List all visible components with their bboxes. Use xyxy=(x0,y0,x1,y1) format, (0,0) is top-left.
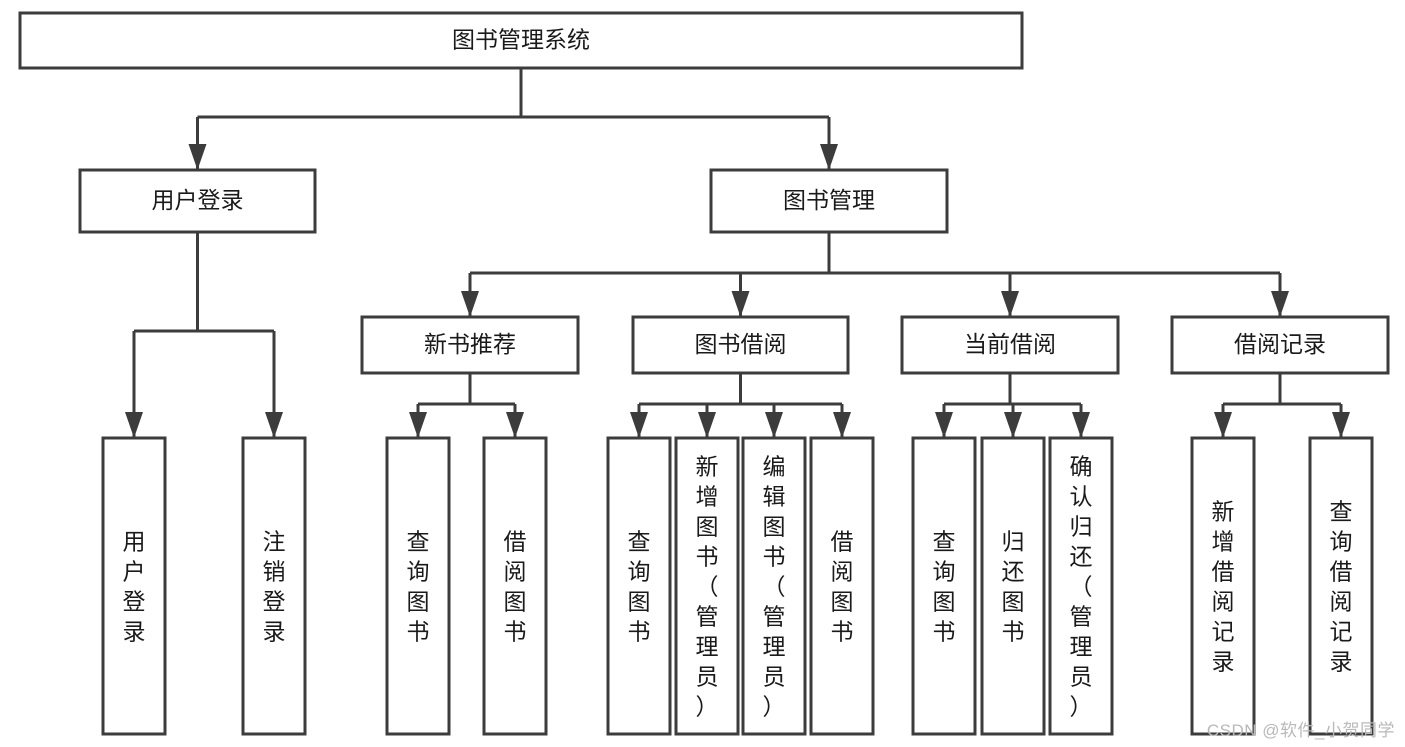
node-box-current-borrow[interactable] xyxy=(900,315,1120,375)
arrow-head-icon xyxy=(1332,412,1350,438)
node-box-new-book-recommend[interactable] xyxy=(360,315,580,375)
arrow-head-icon xyxy=(409,412,427,438)
node-leaf-user-login[interactable]: 用户登录 xyxy=(101,436,167,736)
node-box-borrow-record[interactable] xyxy=(1170,315,1390,375)
connector-layer xyxy=(125,68,1350,438)
node-leaf-edit-book-admin[interactable]: 编辑图书（管理员） xyxy=(741,436,807,736)
node-box-leaf-user-login[interactable] xyxy=(101,436,167,736)
node-leaf-query-borrow-record[interactable]: 查询借阅记录 xyxy=(1308,436,1374,736)
node-layer: 图书管理系统用户登录图书管理新书推荐图书借阅当前借阅借阅记录用户登录注销登录查询… xyxy=(18,11,1390,736)
node-label-leaf-edit-book-admin: 编辑图书（管理员） xyxy=(763,453,786,719)
arrow-head-icon xyxy=(820,144,838,170)
node-box-leaf-borrow-book-recommend[interactable] xyxy=(482,436,548,736)
node-label-book-management: 图书管理 xyxy=(783,187,875,213)
node-leaf-borrow-book[interactable]: 借阅图书 xyxy=(809,436,875,736)
node-box-user-login[interactable] xyxy=(78,168,317,234)
node-leaf-query-book-current[interactable]: 查询图书 xyxy=(911,436,977,736)
node-box-leaf-edit-book-admin[interactable] xyxy=(741,436,807,736)
node-box-book-management[interactable] xyxy=(709,168,949,234)
arrow-head-icon xyxy=(506,412,524,438)
node-box-leaf-query-book-borrow[interactable] xyxy=(606,436,672,736)
arrow-head-icon xyxy=(765,412,783,438)
node-label-leaf-confirm-return-admin: 确认归还（管理员） xyxy=(1070,453,1093,719)
arrow-head-icon xyxy=(1271,291,1289,317)
node-box-leaf-add-borrow-record[interactable] xyxy=(1190,436,1256,736)
arrow-head-icon xyxy=(461,291,479,317)
node-leaf-logout[interactable]: 注销登录 xyxy=(241,436,307,736)
node-borrow-record[interactable]: 借阅记录 xyxy=(1170,315,1390,375)
node-label-leaf-query-borrow-record: 查询借阅记录 xyxy=(1330,498,1353,674)
node-new-book-recommend[interactable]: 新书推荐 xyxy=(360,315,580,375)
node-label-leaf-return-book: 归还图书 xyxy=(1002,528,1025,644)
node-label-root: 图书管理系统 xyxy=(452,27,590,53)
node-label-leaf-add-borrow-record: 新增借阅记录 xyxy=(1212,498,1235,674)
node-leaf-add-borrow-record[interactable]: 新增借阅记录 xyxy=(1190,436,1256,736)
node-box-root[interactable] xyxy=(18,11,1024,70)
arrow-head-icon xyxy=(935,412,953,438)
node-leaf-add-book-admin[interactable]: 新增图书（管理员） xyxy=(674,436,740,736)
node-book-borrow[interactable]: 图书借阅 xyxy=(631,315,850,375)
node-label-book-borrow: 图书借阅 xyxy=(695,331,787,357)
arrow-head-icon xyxy=(731,291,750,317)
node-label-new-book-recommend: 新书推荐 xyxy=(424,331,516,357)
node-leaf-query-book-borrow[interactable]: 查询图书 xyxy=(606,436,672,736)
node-label-leaf-query-book-recommend: 查询图书 xyxy=(407,528,430,644)
node-label-leaf-add-book-admin: 新增图书（管理员） xyxy=(696,453,719,719)
node-label-leaf-borrow-book-recommend: 借阅图书 xyxy=(504,528,527,644)
arrow-head-icon xyxy=(1072,412,1090,438)
node-label-borrow-record: 借阅记录 xyxy=(1234,331,1326,357)
arrow-head-icon xyxy=(630,412,648,438)
node-user-login[interactable]: 用户登录 xyxy=(78,168,317,234)
node-box-leaf-query-book-recommend[interactable] xyxy=(385,436,451,736)
node-box-book-borrow[interactable] xyxy=(631,315,850,375)
node-box-leaf-query-book-current[interactable] xyxy=(911,436,977,736)
arrow-head-icon xyxy=(1214,412,1232,438)
node-current-borrow[interactable]: 当前借阅 xyxy=(900,315,1120,375)
arrow-head-icon xyxy=(833,412,851,438)
node-book-management[interactable]: 图书管理 xyxy=(709,168,949,234)
node-box-leaf-logout[interactable] xyxy=(241,436,307,736)
node-label-user-login: 用户登录 xyxy=(152,187,244,213)
node-root[interactable]: 图书管理系统 xyxy=(18,11,1024,70)
node-leaf-borrow-book-recommend[interactable]: 借阅图书 xyxy=(482,436,548,736)
node-label-leaf-query-book-current: 查询图书 xyxy=(933,528,956,644)
arrow-head-icon xyxy=(125,412,143,438)
node-leaf-return-book[interactable]: 归还图书 xyxy=(980,436,1046,736)
arrow-head-icon xyxy=(698,412,716,438)
node-label-leaf-logout: 注销登录 xyxy=(263,528,286,644)
node-leaf-confirm-return-admin[interactable]: 确认归还（管理员） xyxy=(1048,436,1114,736)
node-box-leaf-confirm-return-admin[interactable] xyxy=(1048,436,1114,736)
node-box-leaf-query-borrow-record[interactable] xyxy=(1308,436,1374,736)
arrow-head-icon xyxy=(1004,412,1022,438)
arrow-head-icon xyxy=(1001,291,1019,317)
arrow-head-icon xyxy=(188,144,207,170)
node-label-current-borrow: 当前借阅 xyxy=(964,331,1056,357)
watermark-label: CSDN @软件_小贺同学 xyxy=(1206,721,1395,740)
node-label-leaf-user-login: 用户登录 xyxy=(123,528,146,644)
node-label-leaf-borrow-book: 借阅图书 xyxy=(831,528,854,644)
node-box-leaf-return-book[interactable] xyxy=(980,436,1046,736)
node-box-leaf-borrow-book[interactable] xyxy=(809,436,875,736)
node-label-leaf-query-book-borrow: 查询图书 xyxy=(628,528,651,644)
arrow-head-icon xyxy=(265,412,283,438)
node-box-leaf-add-book-admin[interactable] xyxy=(674,436,740,736)
node-leaf-query-book-recommend[interactable]: 查询图书 xyxy=(385,436,451,736)
